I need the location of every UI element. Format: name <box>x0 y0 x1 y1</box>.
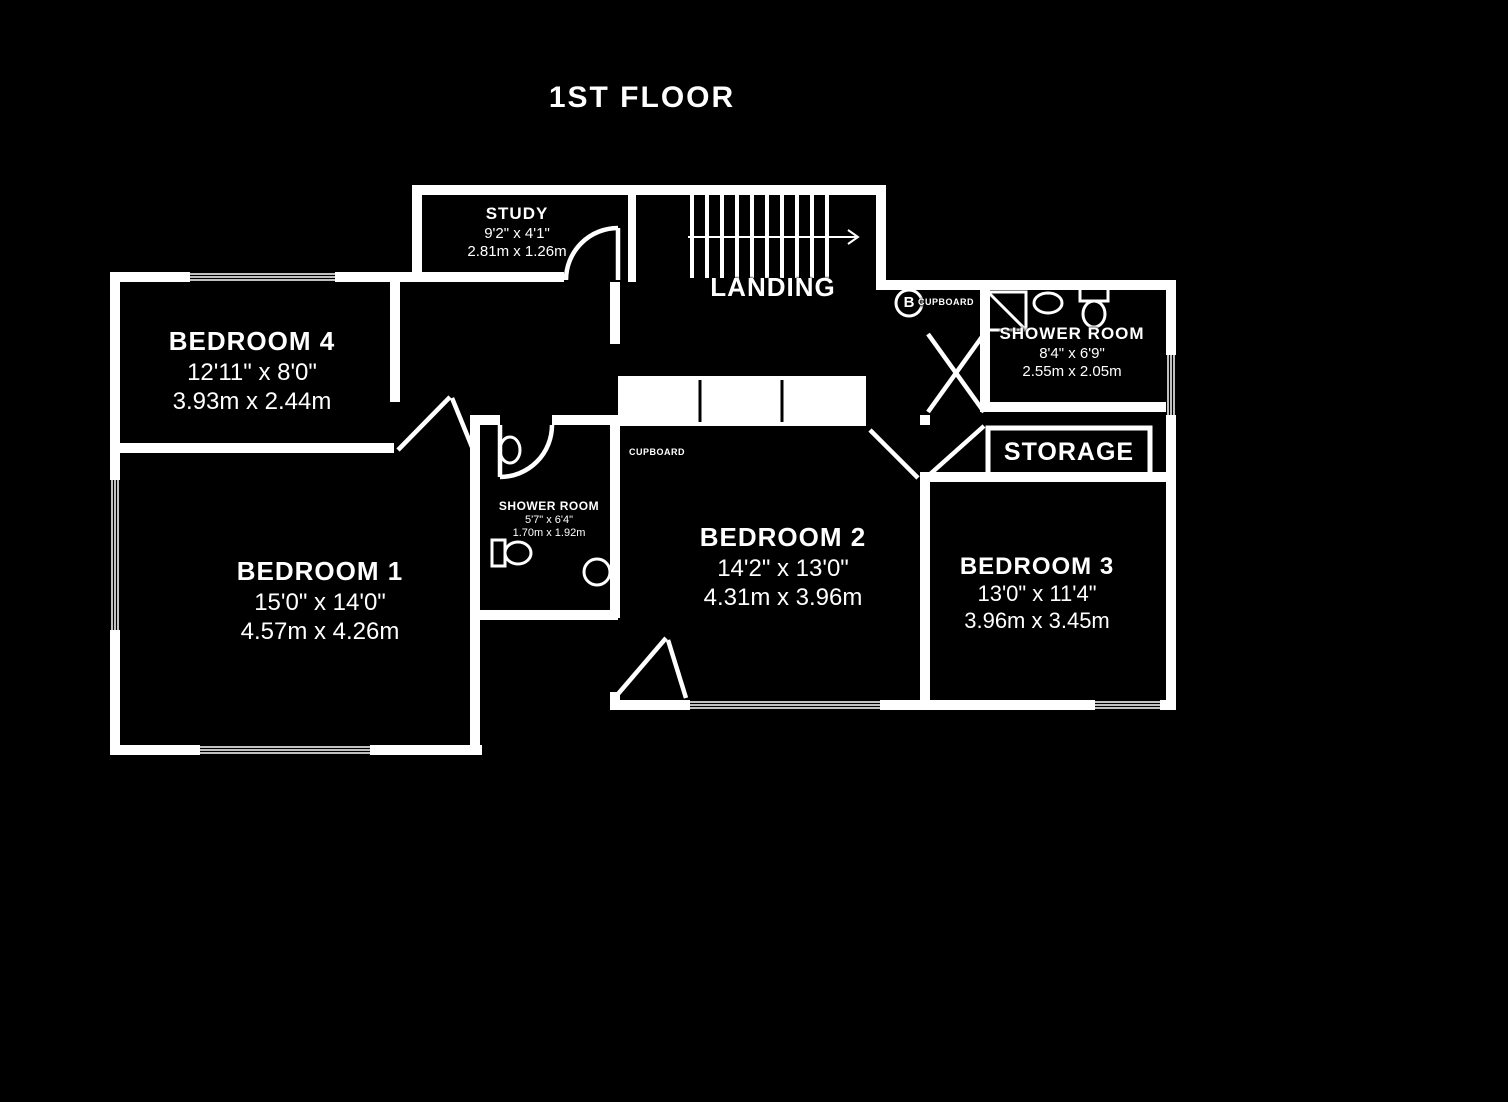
walls <box>110 185 1176 755</box>
room-name: CUPBOARD <box>917 297 975 307</box>
room-dim-imperial: 12'11" x 8'0" <box>187 358 317 386</box>
room-dim-metric: 3.96m x 3.45m <box>964 608 1110 634</box>
room-name: BEDROOM 4 <box>168 326 336 356</box>
doors <box>396 225 986 699</box>
room-label-bedroom2: BEDROOM 2 14'2" x 13'0" 4.31m x 3.96m <box>700 522 866 612</box>
room-label-bedroom1: BEDROOM 1 15'0" x 14'0" 4.57m x 4.26m <box>237 556 403 646</box>
room-name: BEDROOM 3 <box>959 553 1115 580</box>
basin-icon <box>1032 291 1064 315</box>
room-dim-metric: 3.93m x 2.44m <box>172 387 332 415</box>
room-dim-imperial: 15'0" x 14'0" <box>254 588 386 616</box>
cupboard-label-landing: CUPBOARD <box>918 297 974 308</box>
room-label-landing: LANDING <box>710 272 836 302</box>
basin-icon <box>498 435 522 465</box>
room-dim-imperial: 14'2" x 13'0" <box>717 554 849 582</box>
room-name: SHOWER ROOM <box>498 499 600 513</box>
room-dim-metric: 2.81m x 1.26m <box>467 243 567 261</box>
room-name: SHOWER ROOM <box>999 324 1145 343</box>
room-dim-metric: 2.55m x 2.05m <box>1022 363 1122 381</box>
room-label-study: STUDY 9'2" x 4'1" 2.81m x 1.26m <box>467 204 566 261</box>
room-label-shower-room-upper: SHOWER ROOM 8'4" x 6'9" 2.55m x 2.05m <box>999 324 1144 381</box>
toilet-icon <box>1081 299 1107 329</box>
room-dim-imperial: 5'7" x 6'4" <box>524 513 574 526</box>
bathroom-fixtures <box>490 286 1110 587</box>
room-dim-metric: 1.70m x 1.92m <box>512 527 586 540</box>
wardrobe-bar <box>618 376 866 426</box>
storage-outline <box>985 425 1153 481</box>
windows <box>110 272 1176 755</box>
room-dim-metric: 4.31m x 3.96m <box>703 583 863 611</box>
room-name: STUDY <box>485 204 549 223</box>
room-name: BEDROOM 2 <box>699 522 867 552</box>
page-title: 1ST FLOOR <box>548 81 736 114</box>
toilet-cistern-icon <box>490 538 507 568</box>
room-dim-imperial: 13'0" x 11'4" <box>977 581 1097 607</box>
shower-tray-icon <box>986 290 1028 332</box>
room-label-bedroom4: BEDROOM 4 12'11" x 8'0" 3.93m x 2.44m <box>169 326 335 416</box>
staircase <box>688 195 860 278</box>
room-label-storage: STORAGE <box>1003 438 1135 466</box>
room-name: BEDROOM 1 <box>236 556 404 586</box>
room-dim-imperial: 8'4" x 6'9" <box>1039 344 1105 362</box>
room-dim-imperial: 9'2" x 4'1" <box>484 224 550 242</box>
room-label-bedroom3: BEDROOM 3 13'0" x 11'4" 3.96m x 3.45m <box>960 552 1114 635</box>
toilet-icon <box>503 540 533 566</box>
shower-icon <box>582 557 612 587</box>
boiler-label: B <box>903 294 915 311</box>
boiler-icon <box>894 288 924 318</box>
room-label-shower-room-inner: SHOWER ROOM 5'7" x 6'4" 1.70m x 1.92m <box>499 499 599 540</box>
room-name: CUPBOARD <box>628 447 686 457</box>
room-dim-metric: 4.57m x 4.26m <box>240 617 400 645</box>
cupboard-label-bedroom2: CUPBOARD <box>629 447 685 458</box>
